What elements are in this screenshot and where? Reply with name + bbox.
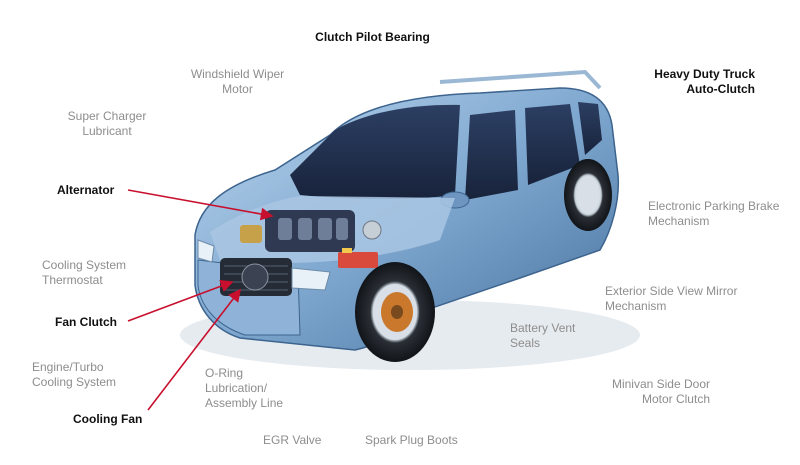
front-wheel: [355, 262, 435, 362]
side-window-front: [465, 110, 518, 200]
label-heavy-duty-truck-auto-clutch: Heavy Duty Truck Auto-Clutch: [654, 67, 755, 96]
cooling-fan-pointer: [147, 288, 241, 411]
label-clutch-pilot-bearing: Clutch Pilot Bearing: [315, 30, 430, 44]
label-spark-plug-boots: Spark Plug Boots: [365, 433, 458, 447]
label-fan-clutch: Fan Clutch: [55, 315, 117, 329]
label-engine-turbo-cooling-system: Engine/Turbo Cooling System: [32, 360, 117, 389]
label-egr-valve: EGR Valve: [263, 433, 322, 447]
windshield: [290, 104, 460, 199]
engine-bay: [240, 210, 382, 268]
label-o-ring-lubrication: O-Ring Lubrication/ Assembly Line: [205, 366, 284, 410]
label-minivan-side-door-motor-clutch: Minivan Side Door Motor Clutch: [611, 377, 710, 406]
cooling-fan-shape: [241, 263, 269, 291]
headlight-left: [197, 239, 215, 263]
fan-clutch-pointer: [127, 279, 234, 322]
label-windshield-wiper-motor: Windshield Wiper Motor: [190, 67, 285, 96]
rear-quarter-window: [578, 102, 602, 155]
label-battery-vent-seals: Battery Vent Seals: [510, 321, 576, 350]
side-window-rear: [525, 104, 580, 185]
alternator-pointer: [127, 189, 274, 221]
label-exterior-side-view-mirror: Exterior Side View Mirror Mechanism: [605, 284, 738, 313]
roof-rail: [439, 69, 602, 90]
label-alternator: Alternator: [57, 183, 115, 197]
label-super-charger-lubricant: Super Charger Lubricant: [67, 109, 147, 138]
label-electronic-parking-brake: Electronic Parking Brake Mechanism: [648, 199, 780, 228]
rear-wheel: [564, 159, 612, 231]
label-cooling-system-thermostat: Cooling System Thermostat: [42, 258, 127, 287]
label-cooling-fan: Cooling Fan: [73, 412, 143, 426]
headlight: [291, 267, 331, 291]
